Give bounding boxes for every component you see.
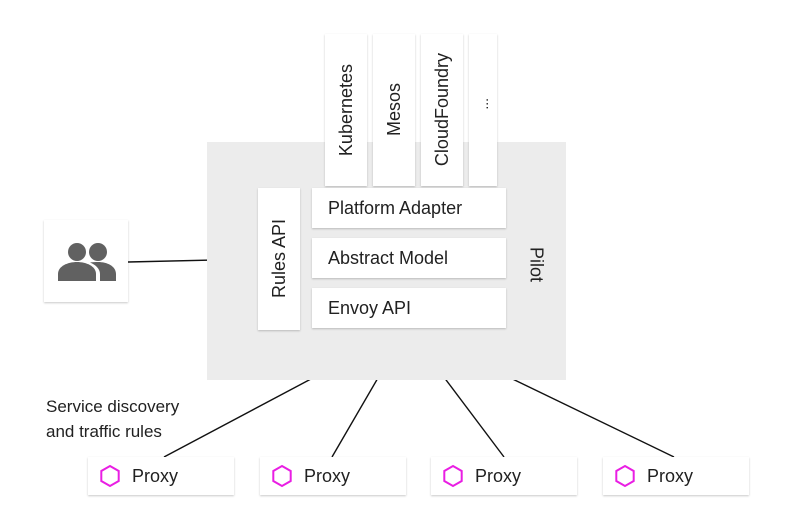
proxy-label-4: Proxy [647, 465, 694, 486]
caption-line-1: Service discovery [46, 397, 180, 416]
hexagon-icon [272, 464, 292, 488]
abstract-model-box: Abstract Model [312, 238, 506, 278]
hexagon-icon [615, 464, 635, 488]
proxy-label-3: Proxy [475, 465, 522, 486]
platform-kubernetes: Kubernetes [325, 34, 367, 186]
platform-more: ... [469, 34, 497, 186]
platform-cloudfoundry: CloudFoundry [421, 34, 463, 186]
platform-cloudfoundry-label: CloudFoundry [431, 53, 452, 167]
proxy-label-2: Proxy [304, 465, 351, 486]
proxy-box-1: Proxy [88, 457, 234, 495]
platform-more-label: ... [475, 98, 491, 110]
envoy-api-box: Envoy API [312, 288, 506, 328]
envoy-api-label: Envoy API [328, 297, 412, 318]
pilot-label: Pilot [526, 247, 547, 283]
abstract-model-label: Abstract Model [328, 247, 449, 268]
pilot-label-wrap: Pilot [516, 240, 556, 290]
platform-mesos-label: Mesos [383, 83, 404, 137]
rules-api-box: Rules API [258, 188, 300, 330]
proxy-label-1: Proxy [132, 465, 179, 486]
proxy-box-2: Proxy [260, 457, 406, 495]
platform-kubernetes-label: Kubernetes [335, 63, 356, 157]
caption-line-2: and traffic rules [46, 422, 162, 441]
platform-mesos: Mesos [373, 34, 415, 186]
hexagon-icon [443, 464, 463, 488]
rules-api-label: Rules API [268, 219, 289, 299]
hexagon-icon [100, 464, 120, 488]
platform-adapter-label: Platform Adapter [328, 197, 463, 218]
service-discovery-caption: Service discovery and traffic rules [46, 394, 179, 444]
users-card [44, 220, 128, 302]
platform-adapter-box: Platform Adapter [312, 188, 506, 228]
proxy-box-4: Proxy [603, 457, 749, 495]
proxy-box-3: Proxy [431, 457, 577, 495]
people-icon [58, 243, 116, 281]
